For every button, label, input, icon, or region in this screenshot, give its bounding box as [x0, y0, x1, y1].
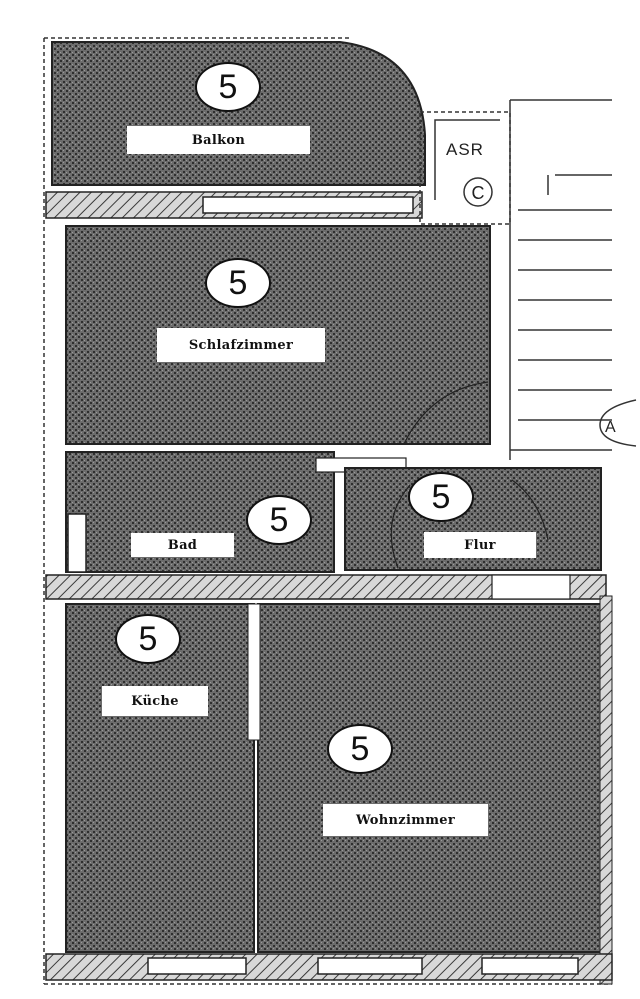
- window-wohnzimmer-left: [317, 957, 423, 975]
- room-label-balkon: Balkon: [127, 126, 310, 154]
- room-label-wohnzimmer: Wohnzimmer: [323, 804, 488, 836]
- stairwell: [419, 99, 612, 460]
- stair-mark-circle: [463, 177, 493, 207]
- room-schlafzimmer: [65, 225, 491, 445]
- bad-fixture: [67, 513, 87, 573]
- room-label-schlafzimmer: Schlafzimmer: [157, 328, 325, 362]
- door-swing-schlafzimmer: [403, 381, 489, 445]
- edge-mark-a: A: [605, 419, 616, 436]
- outer-frame: [43, 37, 612, 985]
- asr-label: ASR: [446, 140, 484, 159]
- partition-kueche-wohnzimmer: [247, 603, 261, 741]
- window-kueche: [147, 957, 247, 975]
- rating-badge-schlafzimmer: 5: [205, 258, 271, 308]
- room-label-kueche: Küche: [102, 686, 208, 716]
- edge-mark-arc: [599, 399, 637, 447]
- door-swing-flur: [390, 484, 411, 569]
- window-wohnzimmer-right: [481, 957, 579, 975]
- room-label-flur: Flur: [424, 532, 536, 558]
- rating-badge-balkon: 5: [195, 62, 261, 112]
- wall-right: [599, 595, 613, 985]
- rating-badge-wohnzimmer: 5: [327, 724, 393, 774]
- window-balkon: [202, 196, 414, 214]
- room-wohnzimmer: [257, 603, 603, 953]
- room-label-bad: Bad: [131, 533, 234, 557]
- rating-badge-bad: 5: [246, 495, 312, 545]
- door-swing-flur-right: [511, 479, 549, 541]
- opening-middle: [491, 574, 571, 600]
- stair-mark-c: C: [472, 183, 485, 203]
- rating-badge-kueche: 5: [115, 614, 181, 664]
- rating-badge-flur: 5: [408, 472, 474, 522]
